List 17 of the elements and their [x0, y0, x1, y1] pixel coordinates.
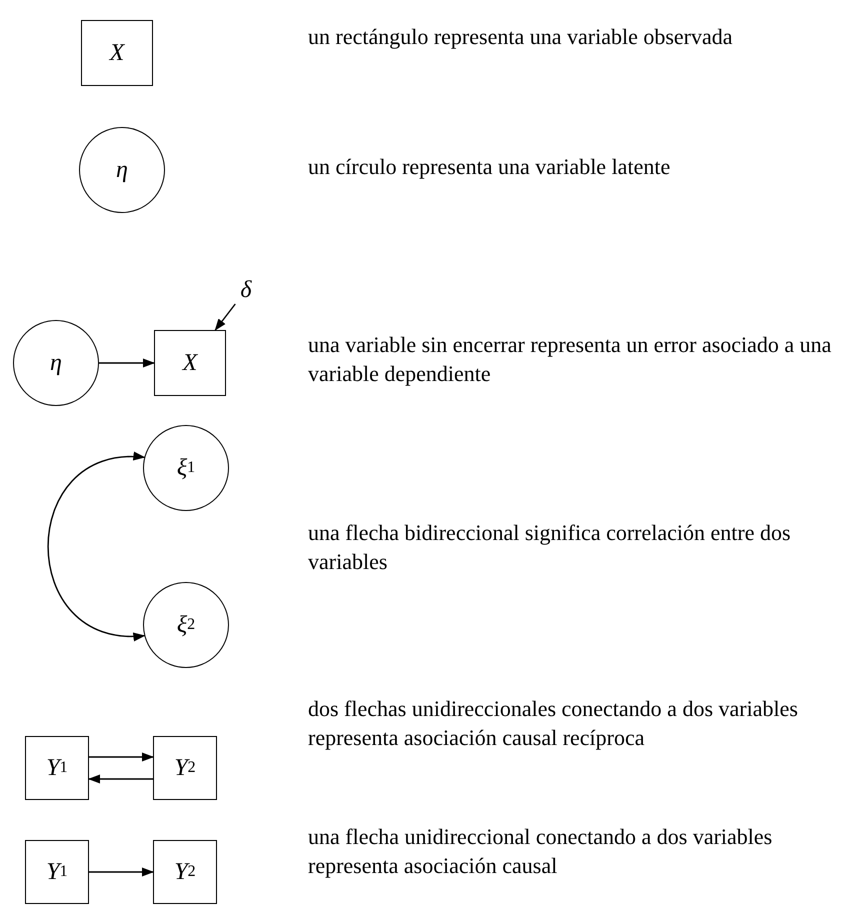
arrow	[214, 304, 236, 331]
description-text: un círculo representa una variable latente	[308, 153, 672, 181]
error-term-label: δ	[235, 276, 257, 304]
arrow	[99, 358, 155, 368]
description-text: una variable sin encerrar representa un error asociado a una variable dependiente	[308, 331, 832, 388]
description-text: una flecha bidireccional significa correlación entre dos variables	[308, 519, 792, 576]
variable-circle: η	[79, 127, 165, 213]
variable-box: X	[154, 330, 226, 396]
arrow	[89, 868, 154, 876]
variable-box: X	[81, 20, 153, 86]
arrow	[89, 752, 154, 762]
description-text: un rectángulo representa una variable observada	[308, 23, 734, 51]
arrow	[88, 774, 153, 784]
double-headed-arrow	[48, 453, 146, 640]
description-text: dos flechas unidireccionales conectando a dos variables representa asociación causal recíproca	[308, 695, 799, 752]
description-text: una flecha unidireccional conectando a dos variables representa asociación causal	[308, 823, 774, 880]
variable-circle: η	[13, 320, 99, 406]
